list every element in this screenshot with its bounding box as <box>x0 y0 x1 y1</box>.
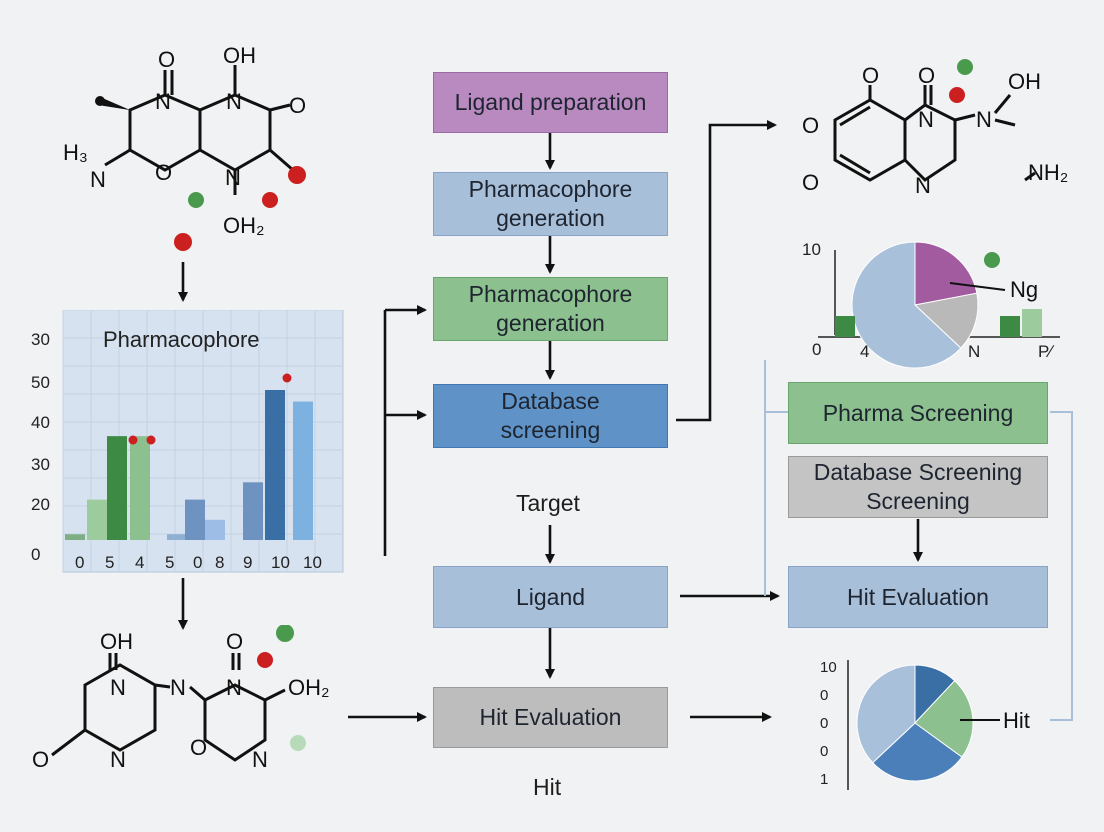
x-tick-label: 0 <box>193 553 202 572</box>
target-label: Target <box>516 490 580 516</box>
mol3-atom-n3: N <box>915 173 931 198</box>
x-tick-label: 10 <box>271 553 290 572</box>
pie-slice <box>914 680 974 758</box>
pie-chart-top-right: 10 0 4 N P∕ Ng <box>790 225 1080 385</box>
bar <box>835 316 855 337</box>
bar <box>107 436 127 540</box>
x-tick-label: 4 <box>860 342 869 361</box>
y-tick-label: 0 <box>31 545 40 564</box>
chart-title: Pharmacophore <box>103 327 260 352</box>
pharma-screening-box[interactable]: Pharma Screening <box>788 382 1048 444</box>
x-tick-label: 0 <box>75 553 84 572</box>
database-screening-screening-box[interactable]: Database Screening Screening <box>788 456 1048 518</box>
x-tick-label: 5 <box>165 553 174 572</box>
marker-dot <box>146 435 156 445</box>
hit-evaluation-box[interactable]: Hit Evaluation <box>433 687 668 748</box>
mol2-atom-n3: N <box>226 675 242 700</box>
y-tick-label: 40 <box>31 413 50 432</box>
mol2-atom-oh2: OH₂ <box>288 675 330 700</box>
y-tick-label: 20 <box>31 495 50 514</box>
mol1-atom-o-top: O <box>158 47 175 72</box>
mol1-atom-oh: OH <box>223 43 256 68</box>
mol2-atom-n1: N <box>110 675 126 700</box>
y-tick-label: 10 <box>820 659 837 676</box>
x-tick-label: 8 <box>215 553 224 572</box>
y-tick-label: 0 <box>820 743 828 760</box>
bar <box>1000 316 1020 337</box>
database-screening-box[interactable]: Database screening <box>433 384 668 448</box>
bar <box>185 499 205 540</box>
bar <box>205 519 225 540</box>
mol1-atom-o-right: O <box>289 93 306 118</box>
y-tick-label: 0 <box>820 715 828 732</box>
mol3-atom-o4: O <box>802 170 819 195</box>
bar <box>1022 309 1042 337</box>
mol1-atom-n3: N <box>90 167 106 192</box>
x-tick-label: 10 <box>303 553 322 572</box>
mol1-atom-o-ring: O <box>155 160 172 185</box>
mol3-atom-n1: N <box>918 107 934 132</box>
molecule-bottom-left: OH N N O N OH₂ O N O N <box>32 625 330 772</box>
x-tick-label: P∕ <box>1038 342 1055 361</box>
mol2-atom-oh: OH <box>100 629 133 654</box>
mol3-atom-nh2: NH₂ <box>1028 160 1068 185</box>
mol2-atom-n-link: N <box>170 675 186 700</box>
pie-slice <box>851 241 962 369</box>
pie-slice <box>856 664 916 764</box>
y-tick-label: 0 <box>812 340 821 359</box>
mol3-atom-n2: N <box>976 107 992 132</box>
pie-slice <box>913 292 979 349</box>
mol3-atom-o3: O <box>918 63 935 88</box>
bar <box>243 482 263 540</box>
mol2-atom-o2: O <box>226 629 243 654</box>
pharmacophore-generation-box-2[interactable]: Pharmacophore generation <box>433 277 668 341</box>
bar <box>130 436 150 540</box>
mol1-atom-n4: N <box>225 165 241 190</box>
mol1-atom-oh2: OH₂ <box>223 213 265 238</box>
molecule-top-right: O O N OH N O O N NH₂ <box>802 59 1068 198</box>
bar <box>65 534 85 540</box>
ng-label: Ng <box>1010 277 1038 302</box>
hit-evaluation-right-box[interactable]: Hit Evaluation <box>788 566 1048 628</box>
bar <box>87 499 107 540</box>
x-tick-label: 4 <box>135 553 144 572</box>
mol2-atom-o-ring: O <box>190 735 207 760</box>
marker-dot <box>128 435 138 445</box>
ligand-preparation-box[interactable]: Ligand preparation <box>433 72 668 133</box>
y-tick-label: 30 <box>31 330 50 349</box>
y-tick-label: 30 <box>31 455 50 474</box>
x-tick-label: N <box>968 342 980 361</box>
y-tick-label: 10 <box>802 240 821 259</box>
mol2-atom-o-left: O <box>32 747 49 772</box>
arrow-db-to-mol3 <box>676 120 777 422</box>
mol3-atom-o2: O <box>862 63 879 88</box>
bar <box>167 534 187 540</box>
mol2-atom-n4: N <box>110 747 126 772</box>
pharmacophore-generation-box-1[interactable]: Pharmacophore generation <box>433 172 668 236</box>
mol2-atom-n5: N <box>252 747 268 772</box>
marker-dot <box>282 373 292 383</box>
mol3-atom-o1: O <box>802 113 819 138</box>
mol1-atom-n2: N <box>226 89 242 114</box>
mol1-atom-n1: N <box>155 89 171 114</box>
ligand-box[interactable]: Ligand <box>433 566 668 628</box>
y-tick-label: 50 <box>31 373 50 392</box>
mol1-atom-h3: H₃ <box>63 140 88 165</box>
molecule-top-left: O N OH N O H₃ N O N OH₂ <box>63 43 306 251</box>
marker-dot <box>984 252 1000 268</box>
y-tick-label: 1 <box>820 771 828 788</box>
hit-pie-label: Hit <box>1003 708 1030 733</box>
x-tick-label: 5 <box>105 553 114 572</box>
hit-label: Hit <box>533 774 562 800</box>
mol3-atom-oh: OH <box>1008 69 1041 94</box>
y-tick-label: 0 <box>820 687 828 704</box>
x-tick-label: 9 <box>243 553 252 572</box>
pie-slice <box>872 722 963 782</box>
bar <box>293 401 313 540</box>
pie-chart-bottom-right: 10 0 0 0 1 Hit <box>800 650 1090 800</box>
bar <box>265 390 285 540</box>
